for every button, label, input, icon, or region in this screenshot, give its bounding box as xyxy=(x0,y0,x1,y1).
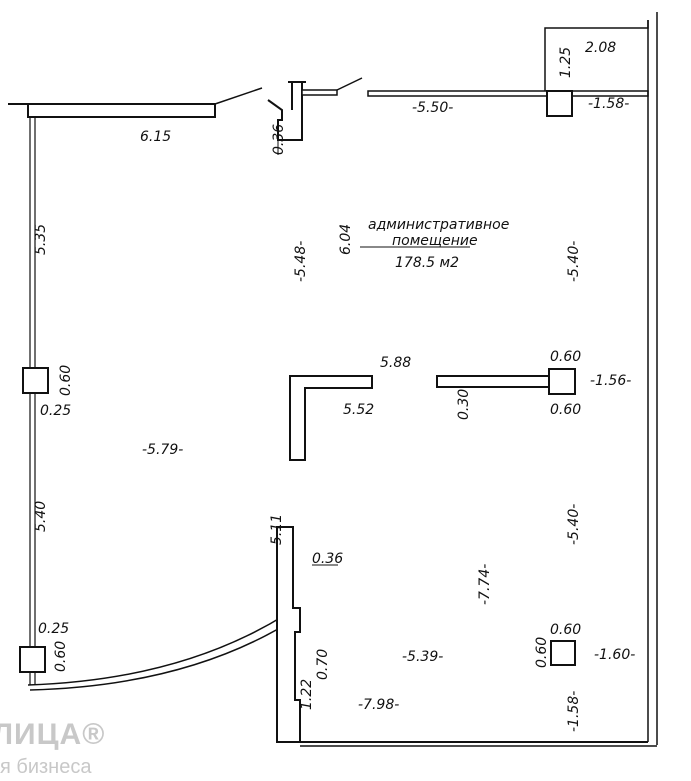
dim-0-30: 0.30 xyxy=(456,389,472,420)
dim-0-60-right-bottom: 0.60 xyxy=(550,402,581,418)
dim-5-88: 5.88 xyxy=(380,355,411,371)
dim-5-35: 5.35 xyxy=(33,224,49,255)
dim-minus-1-58-top: -1.58- xyxy=(588,96,629,112)
room-name-line2: помещение xyxy=(392,233,478,249)
dim-minus-5-39: -5.39- xyxy=(402,649,443,665)
dim-minus-5-79: -5.79- xyxy=(142,442,183,458)
dim-6-04: 6.04 xyxy=(338,224,354,255)
walls xyxy=(8,12,658,747)
dim-5-40: 5.40 xyxy=(33,501,49,532)
dim-minus-7-74: -7.74- xyxy=(477,564,493,605)
dim-1-25: 1.25 xyxy=(558,47,574,78)
dim-0-25-left-top: 0.25 xyxy=(40,403,71,419)
dim-0-25-left-bottom: 0.25 xyxy=(38,621,69,637)
dim-minus-5-50: -5.50- xyxy=(412,100,453,116)
dim-minus-5-40-top: -5.40- xyxy=(566,241,582,282)
dimension-labels: 2.08 1.25 -1.58- 6.15 0.36 -5.50- 5.35 -… xyxy=(33,40,635,732)
dim-0-60-left-bottom: 0.60 xyxy=(53,641,69,672)
dim-minus-5-40-bottom: -5.40- xyxy=(566,504,582,545)
room-name-line1: административное xyxy=(368,217,509,233)
dim-0-70: 0.70 xyxy=(315,649,331,680)
dim-minus-1-56: -1.56- xyxy=(590,373,631,389)
dim-2-08: 2.08 xyxy=(585,40,616,56)
room-area: 178.5 м2 xyxy=(395,255,459,271)
dim-0-60-left: 0.60 xyxy=(58,365,74,396)
dim-1-22: 1.22 xyxy=(299,679,315,710)
dim-6-15: 6.15 xyxy=(140,129,171,145)
dim-0-60-column-left: 0.60 xyxy=(534,637,550,668)
watermark-tagline: я бизнеса xyxy=(0,756,92,778)
dim-5-52: 5.52 xyxy=(343,402,374,418)
watermark-logo: ЛИЦА® xyxy=(0,718,106,751)
dim-minus-1-58-bottom: -1.58- xyxy=(566,691,582,732)
dim-0-60-column-top: 0.60 xyxy=(550,622,581,638)
dim-0-36-bottom: 0.36 xyxy=(312,551,343,567)
dim-5-11: 5.11 xyxy=(269,514,285,545)
dim-0-36-top: 0.36 xyxy=(271,124,287,155)
dim-minus-7-98: -7.98- xyxy=(358,697,399,713)
dim-0-60-right-top: 0.60 xyxy=(550,349,581,365)
dim-minus-1-60: -1.60- xyxy=(594,647,635,663)
dim-minus-5-48: -5.48- xyxy=(293,241,309,282)
